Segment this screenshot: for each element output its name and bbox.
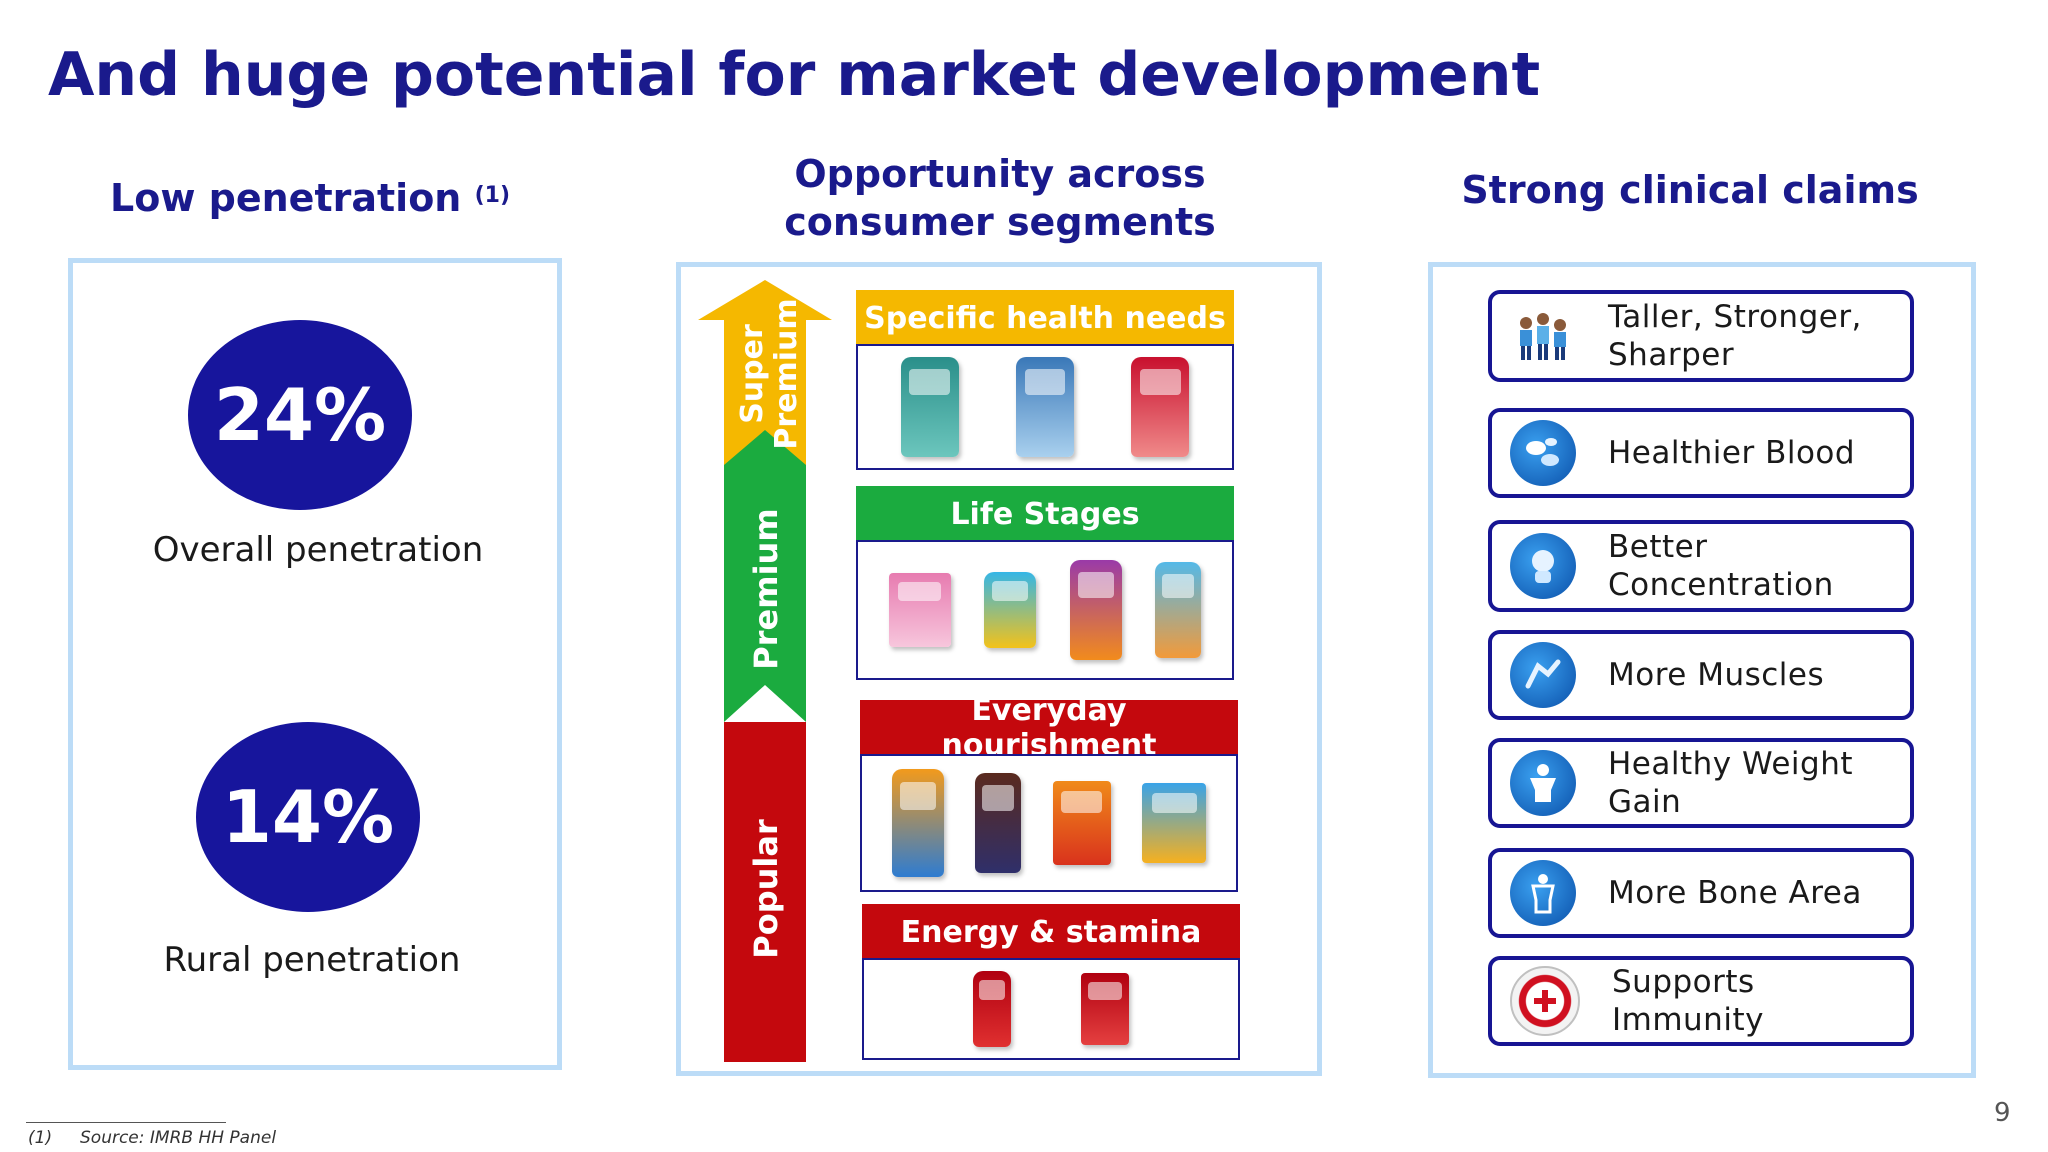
overall-penetration-value: 24% xyxy=(188,320,412,510)
popular-label: Popular xyxy=(747,819,785,959)
claim-healthier-blood: Healthier Blood xyxy=(1488,408,1914,498)
claim-more-bone-area: More Bone Area xyxy=(1488,848,1914,938)
product-pack xyxy=(984,572,1037,648)
page-number: 9 xyxy=(1994,1098,2011,1128)
popular-tier-bar xyxy=(724,722,806,1062)
super-premium-label: Super Premium xyxy=(735,298,804,450)
premium-label: Premium xyxy=(747,508,785,670)
footnote-source: Source: IMRB HH Panel xyxy=(80,1128,277,1148)
product-pack xyxy=(888,573,951,647)
segment-energy-stamina: Energy & stamina xyxy=(862,904,1240,960)
segment-life-stages: Life Stages xyxy=(856,486,1234,542)
life-stages-products xyxy=(856,540,1234,680)
product-pack xyxy=(1052,781,1111,865)
kids-icon xyxy=(1510,303,1576,369)
tier-arrow xyxy=(698,280,832,1062)
product-pack xyxy=(973,971,1011,1047)
product-pack xyxy=(1155,562,1202,658)
body-icon xyxy=(1510,750,1576,816)
footnote-divider xyxy=(26,1122,226,1123)
rural-penetration-value: 14% xyxy=(196,722,420,912)
product-pack xyxy=(1081,973,1129,1045)
premium-tier-bar xyxy=(724,430,806,722)
claim-taller-stronger-sharper: Taller, Stronger, Sharper xyxy=(1488,290,1914,382)
energy-stamina-products xyxy=(862,958,1240,1060)
kids-icon-graphic xyxy=(1520,313,1566,360)
product-pack xyxy=(1142,783,1207,863)
claim-more-muscles: More Muscles xyxy=(1488,630,1914,720)
everyday-nourishment-products xyxy=(860,754,1238,892)
product-pack xyxy=(975,773,1022,873)
product-pack xyxy=(900,357,959,457)
blood-cells-icon xyxy=(1510,420,1576,486)
footnote-marker: (1) xyxy=(28,1128,53,1148)
segment-everyday-nourishment: Everyday nourishment xyxy=(860,693,1238,763)
immunity-badge-icon xyxy=(1510,966,1580,1036)
segments-panel xyxy=(676,262,1322,1076)
rural-penetration-label: Rural penetration xyxy=(163,940,461,980)
segment-specific-health-needs: Specific health needs xyxy=(856,290,1234,346)
brain-icon xyxy=(1510,533,1576,599)
super-premium-tier-arrowhead xyxy=(698,280,832,465)
overall-penetration-label: Overall penetration xyxy=(152,530,484,570)
low-penetration-heading: Low penetration (1) xyxy=(110,176,511,220)
penetration-panel xyxy=(68,258,562,1070)
product-pack xyxy=(1069,560,1122,660)
claim-healthy-weight-gain: Healthy Weight Gain xyxy=(1488,738,1914,828)
page-title: And huge potential for market developmen… xyxy=(48,40,1541,110)
product-pack xyxy=(1015,357,1074,457)
clinical-claims-heading: Strong clinical claims xyxy=(1461,168,1919,212)
claim-better-concentration: Better Concentration xyxy=(1488,520,1914,612)
product-pack xyxy=(1131,357,1190,457)
muscle-icon xyxy=(1510,642,1576,708)
claim-supports-immunity: Supports Immunity xyxy=(1488,956,1914,1046)
product-pack xyxy=(891,769,944,877)
claims-panel xyxy=(1428,262,1976,1078)
specific-health-products xyxy=(856,344,1234,470)
opportunity-heading: Opportunity across consumer segments xyxy=(784,152,1216,244)
bone-icon xyxy=(1510,860,1576,926)
